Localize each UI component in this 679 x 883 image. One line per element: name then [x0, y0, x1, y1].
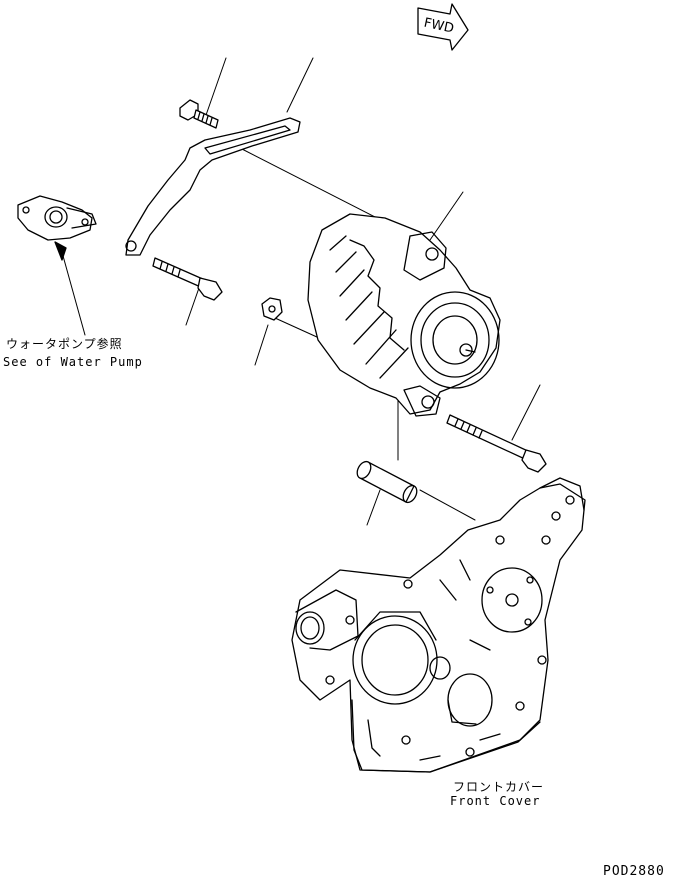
alternator — [307, 213, 501, 417]
bolt-long-left — [152, 257, 223, 301]
fwd-label: FWD — [422, 16, 455, 37]
front-cover-label-jp: フロントカバー — [453, 780, 545, 794]
front-cover — [291, 477, 586, 773]
water-pump-flange — [17, 195, 97, 241]
front-cover-label-en: Front Cover — [450, 794, 541, 808]
bolt-short — [179, 99, 219, 129]
bolt-long-right — [446, 414, 547, 473]
water-pump-label-jp: ウォータポンプ参照 — [6, 337, 123, 351]
water-pump-pointer — [54, 241, 86, 336]
leader-lines — [185, 57, 541, 526]
nut — [261, 297, 283, 321]
drawing-code: POD2880 — [603, 864, 665, 879]
water-pump-label-en: See of Water Pump — [3, 355, 143, 369]
spacer-collar — [356, 460, 418, 504]
adjusting-bracket — [125, 117, 301, 256]
fwd-arrow-icon: FWD — [417, 3, 469, 51]
